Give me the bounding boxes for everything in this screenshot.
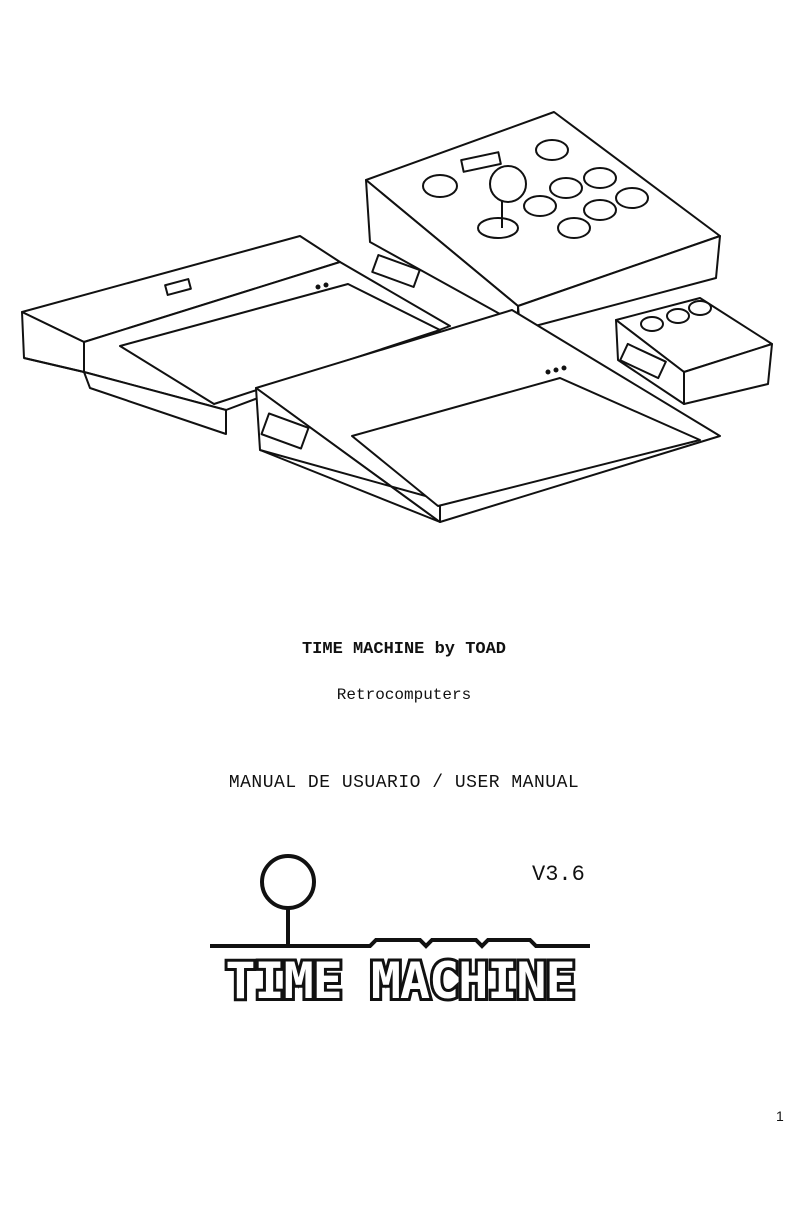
document-title: TIME MACHINE by TOAD <box>301 640 507 659</box>
button-box-unit <box>615 297 773 405</box>
product-illustration <box>0 0 808 560</box>
manual-title: MANUAL DE USUARIO / USER MANUAL <box>228 773 580 793</box>
joystick-logo-icon: TIME MACHINE <box>210 854 590 1013</box>
logo-text: TIME MACHINE <box>225 952 574 1010</box>
document-subtitle: Retrocomputers <box>336 686 472 704</box>
time-machine-logo: TIME MACHINE <box>200 846 600 1016</box>
page-number: 1 <box>776 1108 784 1124</box>
left-keyboard-unit <box>21 235 451 435</box>
version-label: V3.6 <box>532 862 585 887</box>
arcade-stick-unit <box>365 111 721 331</box>
front-keyboard-unit <box>255 309 721 523</box>
